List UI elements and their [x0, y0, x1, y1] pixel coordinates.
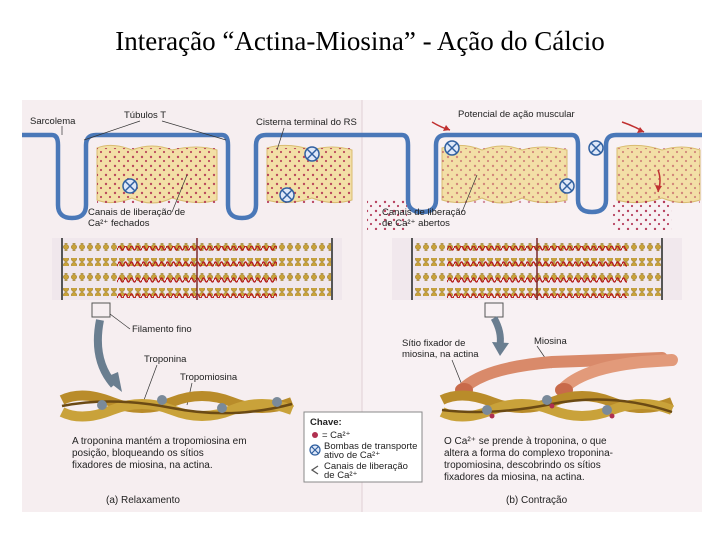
- key-bomba-2: ativo de Ca²⁺: [324, 450, 380, 461]
- caption-panel-b: (b) Contração: [506, 495, 568, 506]
- release-channel-icon: [310, 465, 319, 475]
- label-cisterna: Cisterna terminal do RS: [256, 117, 357, 128]
- key-ca: = Ca²⁺: [322, 430, 351, 441]
- legend-key: Chave: = Ca²⁺ Bombas de transporte ativo…: [303, 411, 423, 483]
- label-sarcolema: Sarcolema: [30, 116, 76, 127]
- muscle-contraction-figure: Sarcolema Túbulos T Cisterna terminal do…: [22, 100, 702, 512]
- calcium-pump-icon: [559, 178, 575, 194]
- myosin-heads: [455, 352, 678, 397]
- calcium-pump-icon: [279, 187, 295, 203]
- key-canais-1: Canais de liberação: [324, 461, 408, 472]
- label-sitio-1: Sítio fixador de: [402, 338, 465, 349]
- slide-title: Interação “Actina-Miosina” - Ação do Cál…: [115, 26, 605, 56]
- label-canais-abertos-1: Canais de liberação: [382, 207, 466, 218]
- label-canais-fechados-2: Ca²⁺ fechados: [88, 218, 150, 229]
- calcium-pump-icon: [122, 178, 138, 194]
- label-potencial: Potencial de ação muscular: [458, 109, 575, 120]
- label-miosina: Miosina: [534, 336, 567, 347]
- label-troponina: Troponina: [144, 354, 187, 365]
- sarcolema-membrane: [22, 132, 362, 221]
- label-tubulos-t: Túbulos T: [124, 110, 166, 121]
- calcium-dot-icon: [312, 432, 318, 438]
- label-tropomiosina: Tropomiosina: [180, 372, 238, 383]
- caption-right-line-3: tropomiosina, descobrindo os sítios: [444, 460, 601, 471]
- label-sitio-2: miosina, na actina: [402, 349, 479, 360]
- label-canais-fechados-1: Canais de liberação de: [88, 207, 185, 218]
- calcium-pump-icon: [444, 140, 460, 156]
- caption-panel-a: (a) Relaxamento: [106, 495, 180, 506]
- key-canais-2: de Ca²⁺: [324, 470, 358, 481]
- sarcomere-relaxed: [52, 238, 342, 300]
- calcium-pump-icon: [309, 444, 321, 456]
- figure-svg: Sarcolema Túbulos T Cisterna terminal do…: [22, 100, 702, 512]
- caption-left-line-1: A troponina mantém a tropomiosina em: [72, 436, 247, 447]
- caption-right-line-1: O Ca²⁺ se prende à troponina, o que: [444, 436, 607, 447]
- calcium-pump-icon: [304, 146, 320, 162]
- caption-left-line-3: fixadores de miosina, na actina.: [72, 460, 213, 471]
- sarcolema-membrane: [362, 132, 702, 215]
- label-canais-abertos-2: de Ca²⁺ abertos: [382, 218, 450, 229]
- sarcomere-contracted: [392, 238, 682, 300]
- caption-right-line-2: altera a forma do complexo troponina-: [444, 448, 613, 459]
- thin-filament-relaxed: [59, 390, 294, 422]
- label-filamento-fino: Filamento fino: [132, 324, 192, 335]
- caption-right-line-4: fixadores da miosina, na actina.: [444, 472, 585, 483]
- caption-left-line-2: posição, bloqueando os sítios: [72, 448, 204, 459]
- thin-filament-contracted: [439, 390, 674, 422]
- calcium-pump-icon: [588, 140, 604, 156]
- key-bomba-1: Bombas de transporte: [324, 441, 417, 452]
- key-title: Chave:: [310, 417, 342, 428]
